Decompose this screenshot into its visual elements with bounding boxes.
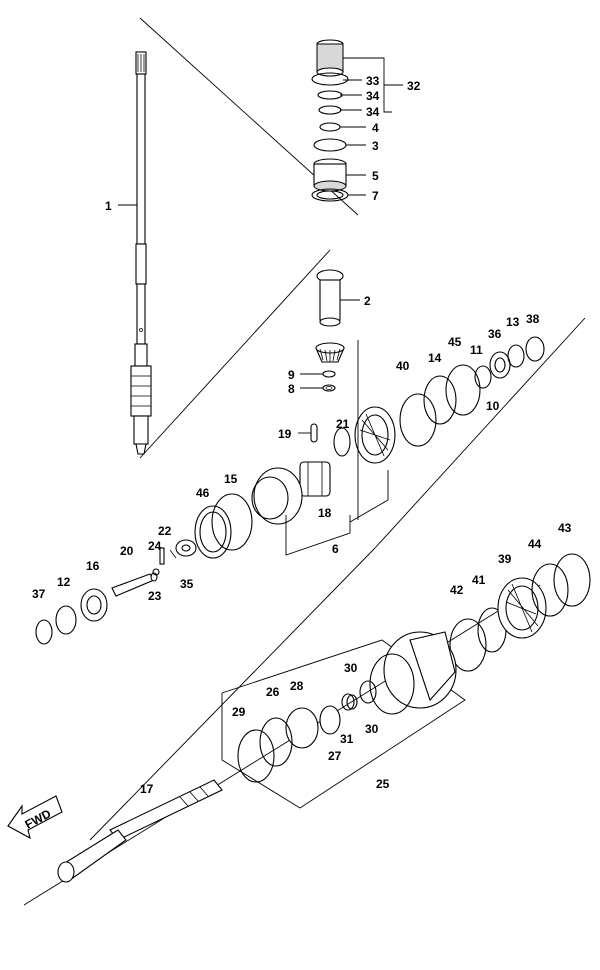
label-28: 28 [290, 679, 304, 693]
label-9: 9 [288, 368, 295, 382]
label-43: 43 [558, 521, 572, 535]
label-14: 14 [428, 351, 442, 365]
propeller-shaft-part-17 [57, 779, 223, 883]
label-26: 26 [266, 685, 280, 699]
label-23: 23 [148, 589, 162, 603]
label-3: 3 [372, 139, 379, 153]
label-46: 46 [196, 486, 210, 500]
label-40: 40 [396, 359, 410, 373]
label-15: 15 [224, 472, 238, 486]
pinion-gear [315, 342, 345, 392]
label-16: 16 [86, 559, 100, 573]
drive-shaft-part-1 [130, 51, 152, 455]
reverse-gear-group [194, 340, 389, 559]
label-13: 13 [506, 315, 520, 329]
label-30b: 30 [365, 722, 379, 736]
label-8: 8 [288, 382, 295, 396]
label-27: 27 [328, 749, 342, 763]
label-21: 21 [336, 417, 350, 431]
label-45: 45 [448, 335, 462, 349]
label-22: 22 [158, 524, 172, 538]
label-2: 2 [364, 294, 371, 308]
label-6: 6 [332, 542, 339, 556]
label-30a: 30 [344, 661, 358, 675]
label-11: 11 [470, 343, 483, 357]
label-20: 20 [120, 544, 134, 558]
label-29: 29 [232, 705, 246, 719]
label-24: 24 [148, 539, 162, 553]
label-36: 36 [488, 327, 502, 341]
sleeve-part-2 [316, 269, 344, 327]
part-number-labels: 1 2 3 4 5 6 7 8 9 10 11 12 13 14 15 16 1… [32, 74, 572, 796]
label-31: 31 [340, 732, 354, 746]
bearing-housing-group [449, 553, 591, 672]
label-41: 41 [472, 573, 486, 587]
label-33: 33 [366, 74, 380, 88]
label-44: 44 [528, 537, 542, 551]
label-19: 19 [278, 427, 292, 441]
label-1: 1 [105, 199, 112, 213]
propeller-shaft-housing-group [237, 631, 457, 783]
label-7: 7 [372, 189, 379, 203]
label-5: 5 [372, 169, 379, 183]
label-35: 35 [180, 577, 194, 591]
label-12: 12 [57, 575, 71, 589]
label-42: 42 [450, 583, 464, 597]
forward-gear-group [333, 336, 545, 464]
label-17: 17 [140, 782, 154, 796]
label-38: 38 [526, 312, 540, 326]
label-32: 32 [407, 79, 421, 93]
upper-bearing-group [311, 39, 349, 202]
shift-group [35, 539, 197, 645]
fwd-direction-marker: FWD [7, 795, 63, 840]
label-25: 25 [376, 777, 390, 791]
label-4: 4 [372, 121, 379, 135]
label-39: 39 [498, 552, 512, 566]
label-34a: 34 [366, 89, 380, 103]
label-10: 10 [486, 399, 500, 413]
label-37: 37 [32, 587, 46, 601]
label-34b: 34 [366, 105, 380, 119]
label-18: 18 [318, 506, 332, 520]
label-leader-lines [118, 57, 403, 434]
